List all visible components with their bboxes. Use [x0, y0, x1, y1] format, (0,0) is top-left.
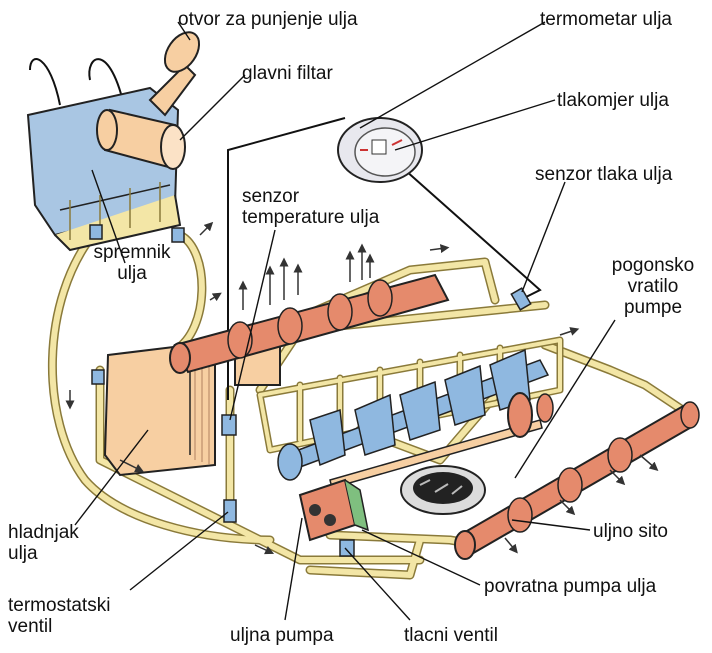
label-oil-filler-cap: otvor za punjenje ulja — [178, 9, 358, 30]
oil-strainer — [401, 466, 485, 514]
oil-pump-body — [300, 480, 368, 556]
label-oil-temp-sensor: senzor temperature ulja — [242, 186, 379, 228]
label-oil-strainer: uljno sito — [593, 521, 668, 542]
label-oil-pump: uljna pumpa — [230, 625, 334, 646]
label-oil-tank: spremnik ulja — [84, 242, 180, 284]
label-pump-drive-shaft: pogonsko vratilo pumpe — [598, 255, 708, 318]
label-thermostatic-valve: termostatski ventil — [8, 595, 110, 637]
label-pressure-valve: tlacni ventil — [404, 625, 498, 646]
label-oil-pressure-gauge: tlakomjer ulja — [557, 90, 669, 111]
label-oil-pressure-sensor: senzor tlaka ulja — [535, 164, 672, 185]
label-oil-cooler: hladnjak ulja — [8, 522, 79, 564]
label-oil-thermometer: termometar ulja — [540, 9, 672, 30]
label-main-filter: glavni filtar — [242, 63, 333, 84]
label-scavenge-pump: povratna pumpa ulja — [484, 576, 656, 597]
oil-gauge — [338, 118, 422, 182]
upper-camshaft — [170, 275, 448, 373]
